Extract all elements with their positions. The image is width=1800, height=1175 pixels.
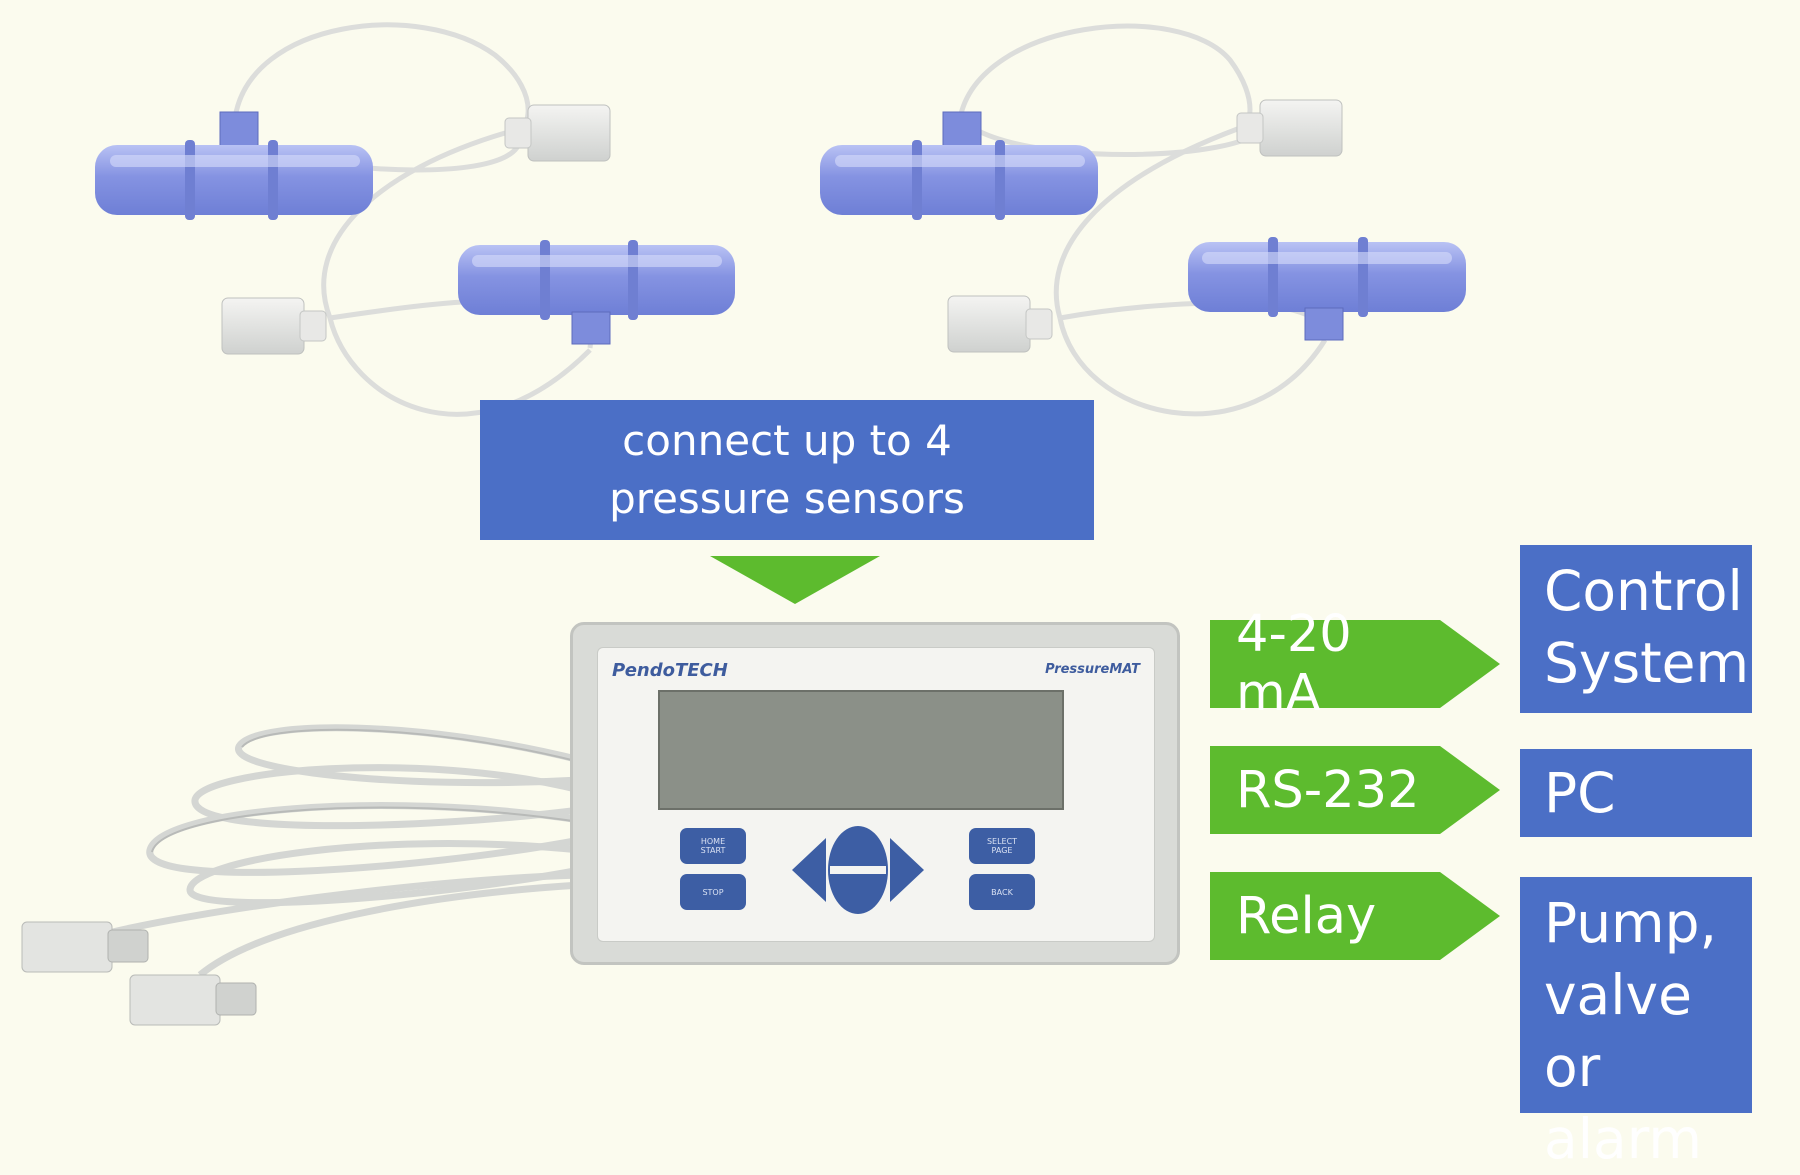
luer-connector-icon — [221, 297, 327, 355]
stop-key-label: STOP — [702, 887, 724, 897]
stop-key[interactable]: STOP — [680, 874, 746, 910]
navigation-pad[interactable] — [788, 822, 928, 918]
pressure-sensor-icon — [458, 240, 735, 345]
left-arrow-key-icon[interactable] — [792, 838, 826, 902]
target-pc-line1: PC — [1544, 761, 1616, 825]
arrow-relay-shape — [1210, 872, 1500, 960]
select-page-key-line1: SELECT — [986, 837, 1018, 846]
home-start-key-line2: START — [700, 846, 726, 855]
output-4-20ma-label: 4-20 mA — [1236, 605, 1352, 723]
pressure-sensor-icon — [1188, 237, 1466, 341]
luer-connector-icon — [1236, 99, 1343, 157]
sensor-callout-box: connect up to 4 pressure sensors — [480, 400, 1094, 540]
output-relay-label: Relay — [1236, 886, 1377, 946]
device-model-label: PressureMAT — [1045, 662, 1140, 677]
luer-connector-icon — [504, 104, 611, 162]
arrow-4-20ma-shape — [1210, 620, 1500, 708]
output-arrows — [1210, 620, 1500, 960]
arrow-rs232-shape — [1210, 746, 1500, 834]
target-pump-line1: Pump, — [1544, 891, 1718, 955]
target-control-system-line2: System — [1544, 631, 1750, 695]
output-rs232-label: RS-232 — [1236, 760, 1420, 820]
callout-line-2: pressure sensors — [609, 474, 965, 523]
luer-connector-icon — [947, 295, 1053, 353]
sensor-wires-right — [957, 23, 1328, 417]
target-pump-valve-alarm: Pump, valve or alarm — [1520, 877, 1752, 1171]
down-arrow-icon — [710, 556, 880, 604]
right-arrow-key-icon[interactable] — [890, 838, 924, 902]
pressure-sensor-icon — [820, 111, 1098, 220]
pressure-sensors-illustration — [95, 22, 1466, 417]
rj-plug-icon — [21, 921, 149, 973]
rj-plug-icon — [129, 974, 257, 1026]
target-pump-line3: alarm — [1544, 1107, 1702, 1171]
target-control-system: Control System — [1520, 545, 1752, 713]
callout-line-1: connect up to 4 — [622, 416, 952, 465]
select-page-key-line2: PAGE — [991, 846, 1013, 855]
target-control-system-line1: Control — [1544, 559, 1743, 623]
cable-bundle-icon — [21, 724, 581, 1026]
back-key[interactable]: BACK — [969, 874, 1035, 910]
lcd-screen — [658, 690, 1064, 810]
home-start-key-line1: HOME — [700, 837, 726, 846]
target-pc: PC — [1520, 749, 1752, 837]
select-page-key[interactable]: SELECT PAGE — [969, 828, 1035, 864]
home-start-key[interactable]: HOME START — [680, 828, 746, 864]
monitor-device: PendoTECH PressureMAT HOME START STOP SE… — [570, 622, 1180, 965]
device-face: PendoTECH PressureMAT HOME START STOP SE… — [597, 647, 1155, 942]
pressure-sensor-icon — [95, 111, 373, 220]
target-pump-line2: valve or — [1544, 963, 1692, 1099]
sensor-wires-left — [226, 22, 593, 417]
device-brand-logo: PendoTECH — [612, 660, 728, 681]
back-key-label: BACK — [991, 887, 1013, 897]
